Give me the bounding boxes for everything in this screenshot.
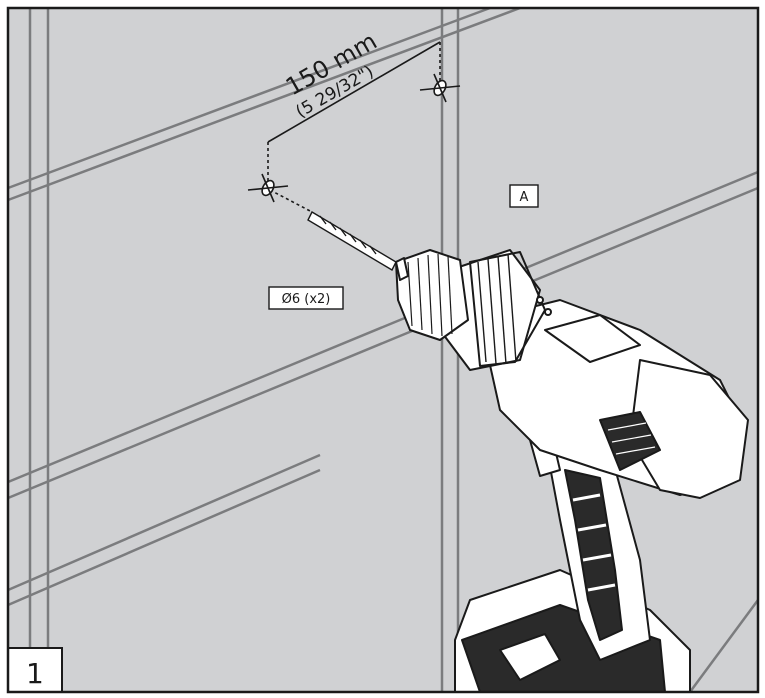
part-label-box: A <box>509 184 539 208</box>
dimension-line <box>267 41 441 213</box>
drill-path <box>269 189 313 213</box>
grout-diagonal-top <box>7 6 521 202</box>
drill-vents <box>599 411 661 471</box>
grout-diagonal-bottom-right <box>688 599 760 693</box>
chuck-grip-lines <box>407 253 453 337</box>
hole-mark-right <box>419 73 461 103</box>
clutch-ridges <box>477 253 517 365</box>
tile-grid <box>7 6 760 693</box>
drill-bit-flutes <box>319 215 377 255</box>
drill-grip <box>564 469 623 641</box>
hole-spec-box: Ø6 (x2) <box>268 286 344 310</box>
grout-diagonal-top-b <box>7 6 491 190</box>
drill-top-detail <box>544 314 641 363</box>
drill-icon <box>395 249 749 693</box>
drill-gear-dot-1 <box>536 296 544 304</box>
drill-chuck-tip <box>395 257 409 281</box>
grout-diagonal-mid-b <box>7 170 759 484</box>
dimension-bar <box>267 41 441 143</box>
drill-gear-dot-2 <box>544 308 552 316</box>
figure-frame <box>6 6 760 694</box>
hole-mark-left <box>247 173 289 203</box>
step-number-box: 1 <box>7 647 63 693</box>
drill-bit-shank <box>307 211 397 271</box>
grout-diagonal-mid <box>7 186 759 500</box>
drill-chuck <box>395 249 469 341</box>
drill-bit <box>307 211 397 271</box>
grout-diagonal-low-b <box>7 453 321 592</box>
hole-spec-label: Ø6 (x2) <box>282 292 331 307</box>
grout-diagonal-low <box>7 468 321 607</box>
part-label: A <box>520 190 529 205</box>
step-number: 1 <box>26 657 44 690</box>
